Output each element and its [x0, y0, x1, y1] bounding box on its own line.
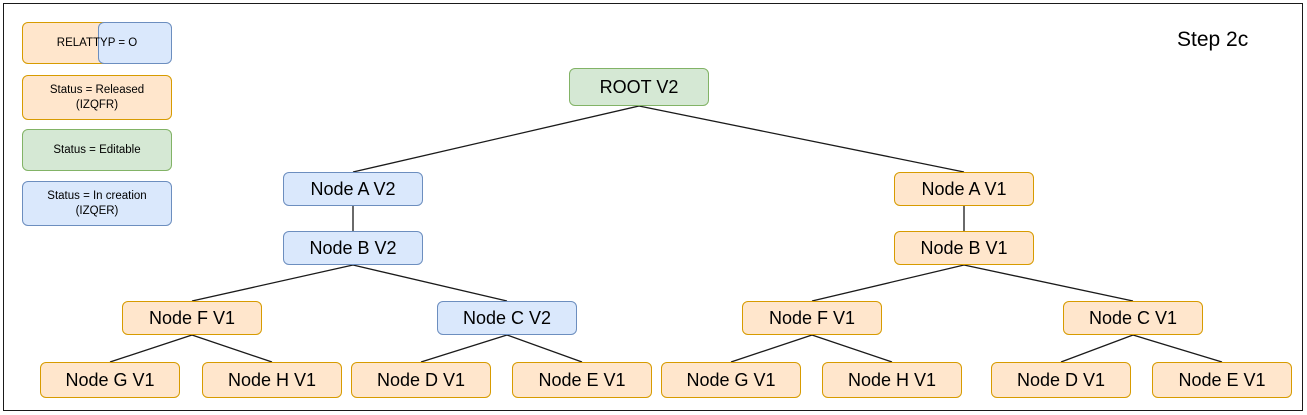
tree-node-r-a[interactable]: Node A V1: [894, 172, 1034, 206]
step-label: Step 2c: [1177, 28, 1249, 51]
tree-node-r-c[interactable]: Node C V1: [1063, 301, 1203, 335]
edge-l-c-to-l-d: [420, 334, 508, 363]
tree-node-r-g[interactable]: Node G V1: [661, 362, 801, 398]
edge-r-f-to-r-h: [811, 334, 893, 363]
tree-node-l-g[interactable]: Node G V1: [40, 362, 180, 398]
edge-r-f-to-r-g: [730, 334, 813, 363]
tree-node-root[interactable]: ROOT V2: [569, 68, 709, 106]
legend-released: Status = Released (IZQFR): [22, 75, 172, 120]
tree-node-r-b[interactable]: Node B V1: [894, 231, 1034, 265]
tree-node-l-a[interactable]: Node A V2: [283, 172, 423, 206]
tree-node-l-b[interactable]: Node B V2: [283, 231, 423, 265]
edge-l-f-to-l-h: [191, 334, 273, 363]
tree-node-r-d[interactable]: Node D V1: [991, 362, 1131, 398]
legend-in-creation: Status = In creation (IZQER): [22, 181, 172, 226]
legend-relattyp: RELATTYP = O: [22, 22, 172, 64]
tree-node-l-c[interactable]: Node C V2: [437, 301, 577, 335]
tree-node-l-d[interactable]: Node D V1: [351, 362, 491, 398]
edge-l-f-to-l-g: [109, 334, 193, 363]
tree-node-r-e[interactable]: Node E V1: [1152, 362, 1292, 398]
edge-root-to-l-a: [352, 105, 640, 173]
edge-r-c-to-r-e: [1132, 334, 1223, 363]
legend-relattyp-right-swatch: [98, 22, 172, 64]
tree-node-l-f[interactable]: Node F V1: [122, 301, 262, 335]
tree-node-r-f[interactable]: Node F V1: [742, 301, 882, 335]
legend-relattyp-label: RELATTYP = O: [56, 37, 138, 49]
edge-r-b-to-r-c: [963, 264, 1134, 302]
edge-root-to-r-a: [638, 105, 965, 173]
tree-node-l-e[interactable]: Node E V1: [512, 362, 652, 398]
tree-node-l-h[interactable]: Node H V1: [202, 362, 342, 398]
edge-r-b-to-r-f: [811, 264, 965, 302]
edge-l-b-to-l-f: [191, 264, 354, 302]
edge-r-c-to-r-d: [1060, 334, 1134, 363]
tree-node-r-h[interactable]: Node H V1: [822, 362, 962, 398]
edge-l-b-to-l-c: [352, 264, 508, 302]
legend-editable: Status = Editable: [22, 129, 172, 171]
edge-l-c-to-l-e: [506, 334, 583, 363]
